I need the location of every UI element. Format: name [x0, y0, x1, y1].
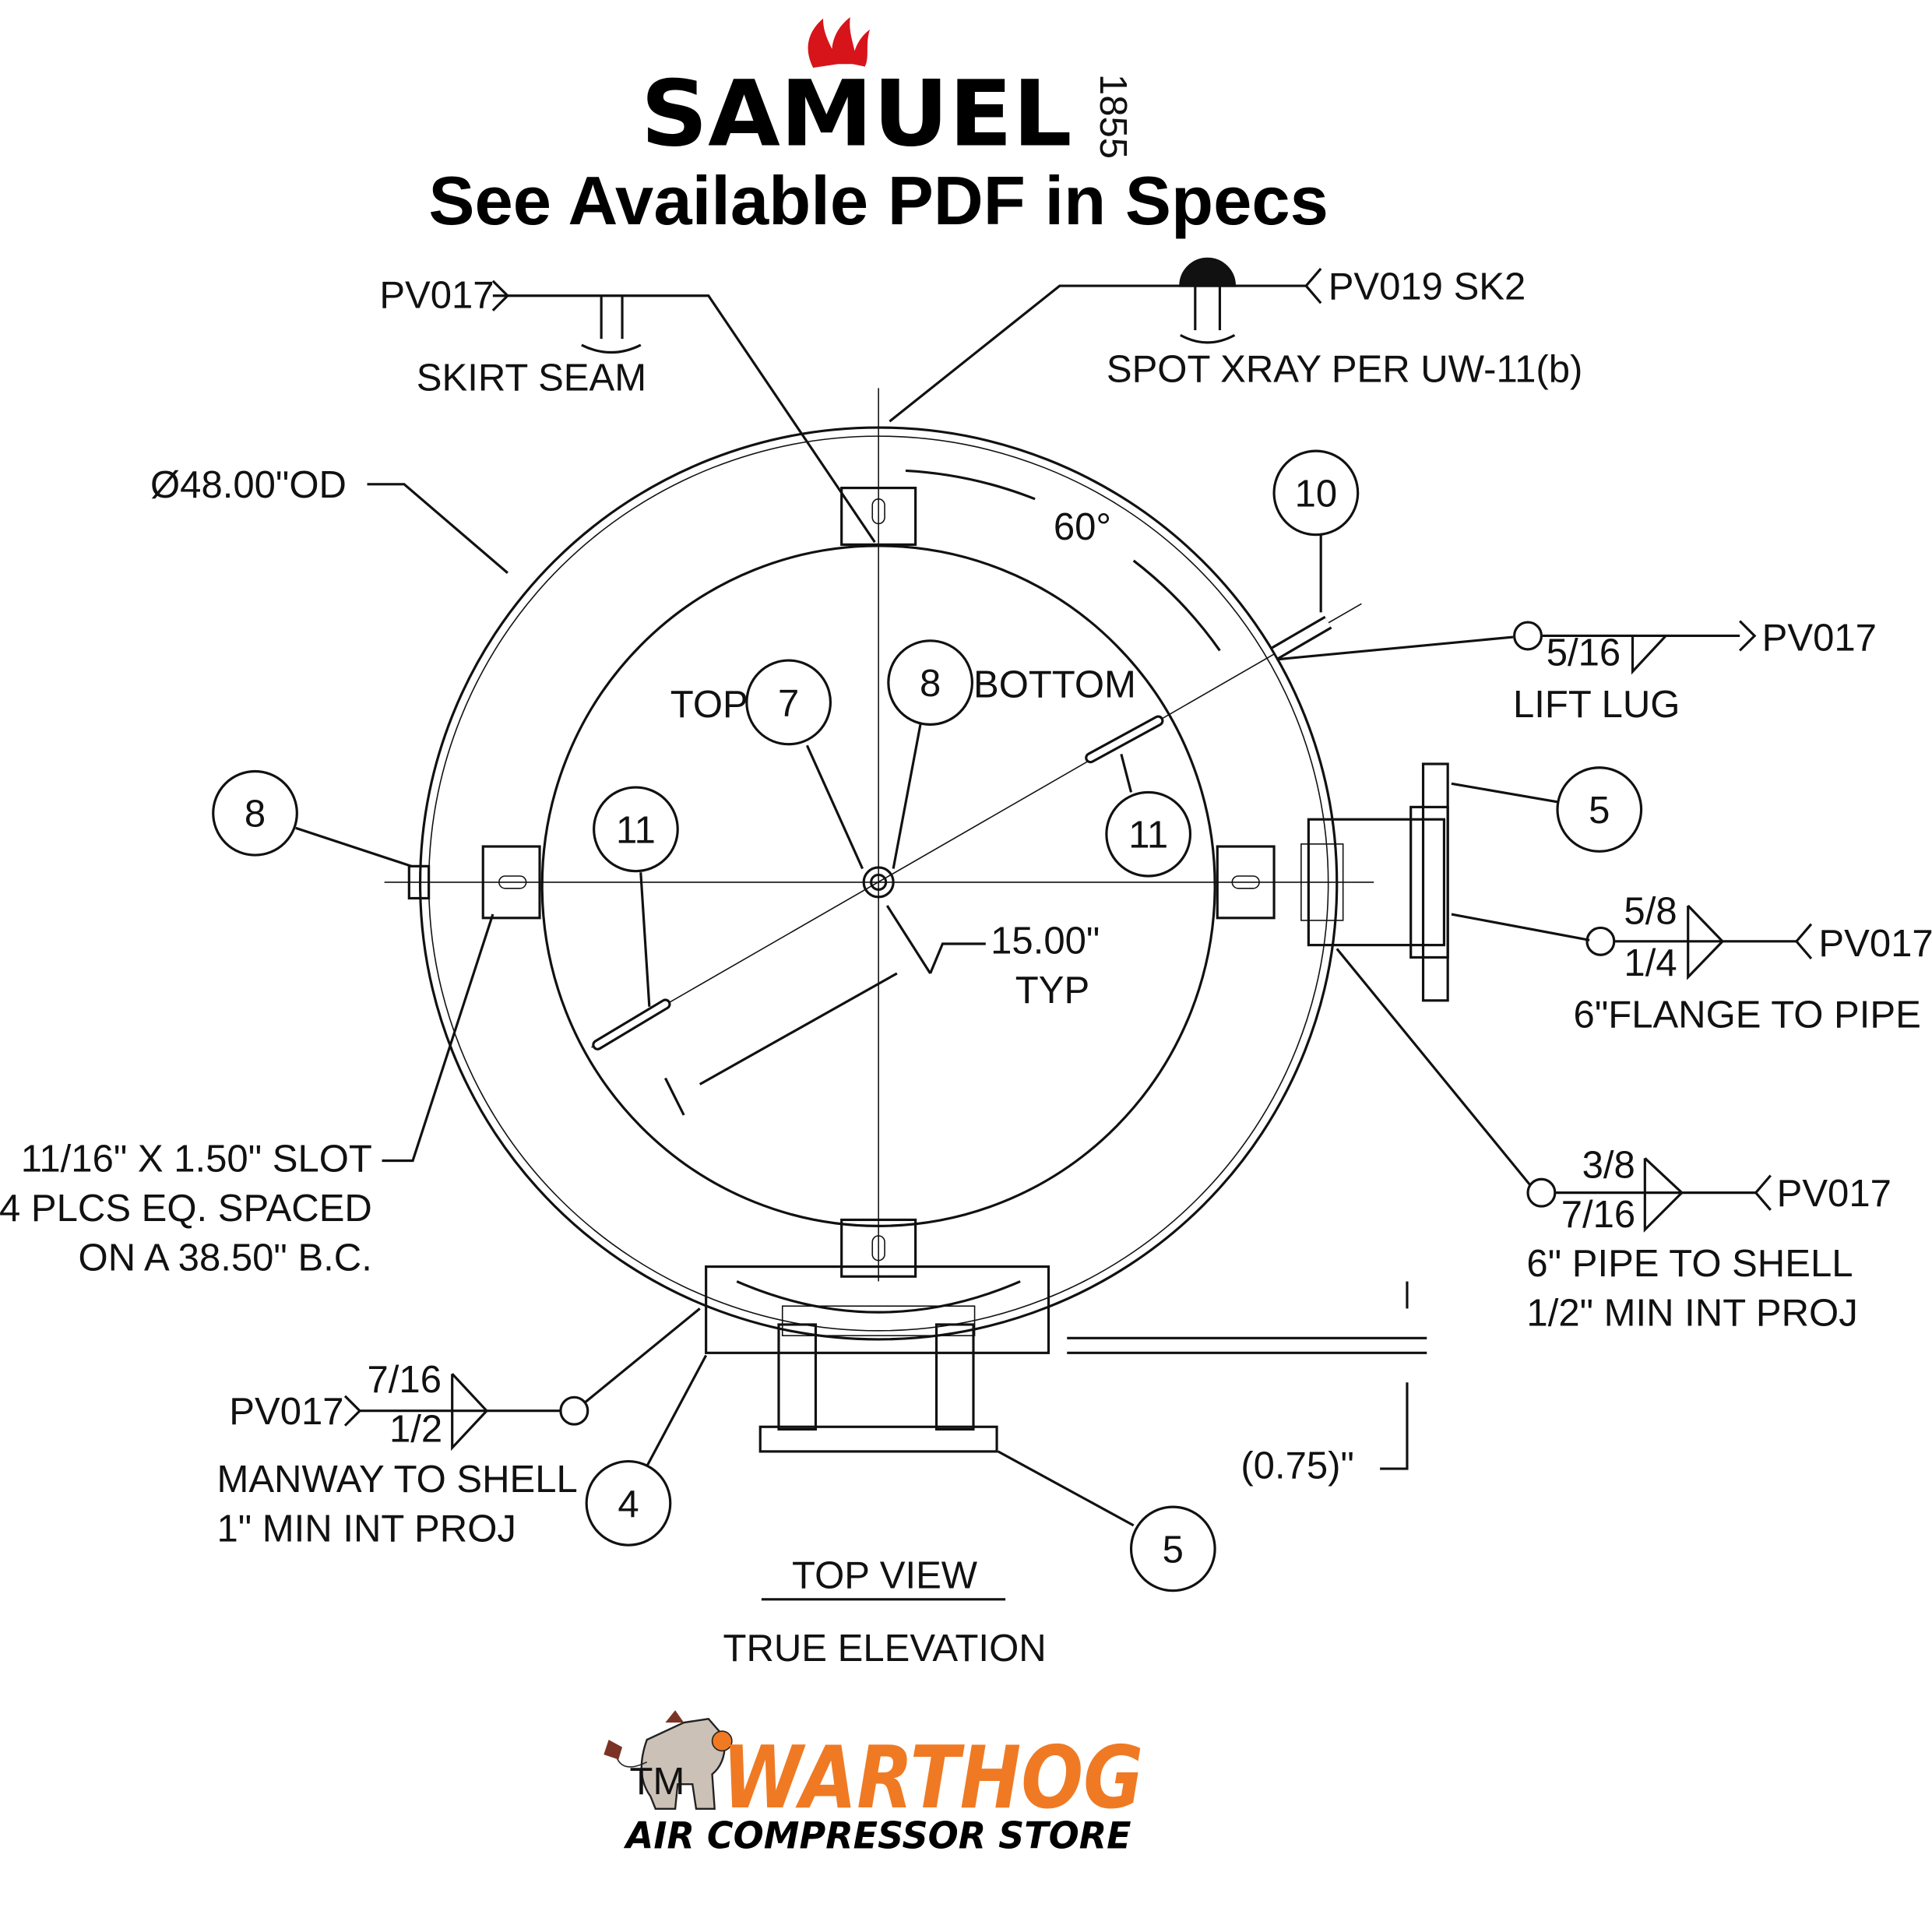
view-title: TOP VIEW: [792, 1555, 978, 1597]
balloon-8-left: 8: [212, 769, 298, 857]
manway-ref: PV017: [229, 1391, 343, 1433]
spot-xray-label: SPOT XRAY PER UW-11(b): [1107, 349, 1582, 391]
pipe-size-top: 3/8: [1582, 1145, 1635, 1187]
samuel-logo: SAMUEL 1855: [641, 17, 1134, 167]
pipe-ref: PV017: [1777, 1173, 1892, 1215]
flange-ref: PV017: [1818, 923, 1932, 965]
spot-xray-ref: PV019 SK2: [1328, 266, 1526, 308]
callout-texts: PV017 SKIRT SEAM PV019 SK2 SPOT XRAY PER…: [0, 266, 1932, 1550]
svg-text:11: 11: [616, 809, 656, 851]
slot-note-2: 4 PLCS EQ. SPACED: [0, 1188, 372, 1230]
trademark: TM: [630, 1761, 685, 1803]
samuel-wordmark: SAMUEL: [641, 61, 1072, 167]
svg-text:8: 8: [920, 663, 941, 705]
balloon-10: 10: [1272, 449, 1360, 537]
pipe-label-1: 6" PIPE TO SHELL: [1526, 1243, 1853, 1285]
balloon-5-manway: 5: [1129, 1505, 1216, 1592]
svg-text:5: 5: [1163, 1529, 1184, 1571]
warthog-logo: TM WARTHOG AIR COMPRESSOR STORE: [604, 1710, 1143, 1857]
svg-text:11: 11: [1128, 815, 1168, 857]
od-dimension: Ø48.00"OD: [150, 464, 347, 506]
lift-lug-ref: PV017: [1762, 617, 1877, 659]
typ-dimension: 15.00": [991, 920, 1100, 962]
offset-dimension: (0.75)": [1240, 1445, 1354, 1487]
balloon-11-right: 11: [1105, 790, 1192, 878]
balloon-8-center: 8: [887, 639, 973, 726]
lift-lug-size: 5/16: [1547, 632, 1621, 674]
svg-text:7: 7: [778, 682, 799, 724]
warthog-wordmark: WARTHOG: [722, 1728, 1143, 1828]
lift-lug-label: LIFT LUG: [1513, 684, 1680, 726]
samuel-year: 1855: [1092, 74, 1134, 159]
svg-text:4: 4: [618, 1483, 639, 1526]
skirt-seam-ref: PV017: [379, 275, 494, 317]
manway-label-1: MANWAY TO SHELL: [216, 1459, 577, 1501]
leader-lines: [295, 284, 1797, 1527]
svg-text:10: 10: [1295, 473, 1338, 515]
bottom-label: BOTTOM: [973, 664, 1136, 706]
top-label: TOP: [670, 684, 748, 726]
weld-symbols: [343, 257, 1813, 1452]
pipe-size-bottom: 7/16: [1561, 1194, 1635, 1236]
warthog-mascot-icon: [604, 1710, 733, 1810]
view-subtitle: TRUE ELEVATION: [723, 1628, 1046, 1670]
angle-dimension: 60°: [1054, 506, 1111, 548]
manway-size-top: 7/16: [368, 1359, 442, 1401]
flame-icon: [808, 17, 871, 69]
banner-text: See Available PDF in Specs: [428, 162, 1328, 239]
balloon-11-left: 11: [593, 786, 679, 873]
balloon-7: 7: [745, 659, 832, 746]
pipe-label-2: 1/2" MIN INT PROJ: [1526, 1293, 1857, 1335]
balloon-5-flange: 5: [1556, 766, 1643, 853]
slot-note-1: 11/16" X 1.50" SLOT: [21, 1138, 372, 1181]
balloon-4: 4: [585, 1459, 672, 1547]
warthog-tagline: AIR COMPRESSOR STORE: [623, 1814, 1131, 1857]
flange-label: 6"FLANGE TO PIPE: [1574, 994, 1921, 1036]
typ-label: TYP: [1015, 970, 1089, 1012]
flange-size-bottom: 1/4: [1624, 942, 1677, 984]
vessel-top-view: [384, 388, 1449, 1470]
manway-label-2: 1" MIN INT PROJ: [216, 1508, 516, 1550]
svg-text:8: 8: [245, 794, 266, 836]
flange-size-top: 5/8: [1624, 891, 1677, 933]
manway-size-bottom: 1/2: [389, 1408, 442, 1450]
svg-text:5: 5: [1589, 790, 1610, 832]
skirt-seam-label: SKIRT SEAM: [417, 357, 646, 399]
slot-note-3: ON A 38.50" B.C.: [79, 1237, 372, 1279]
